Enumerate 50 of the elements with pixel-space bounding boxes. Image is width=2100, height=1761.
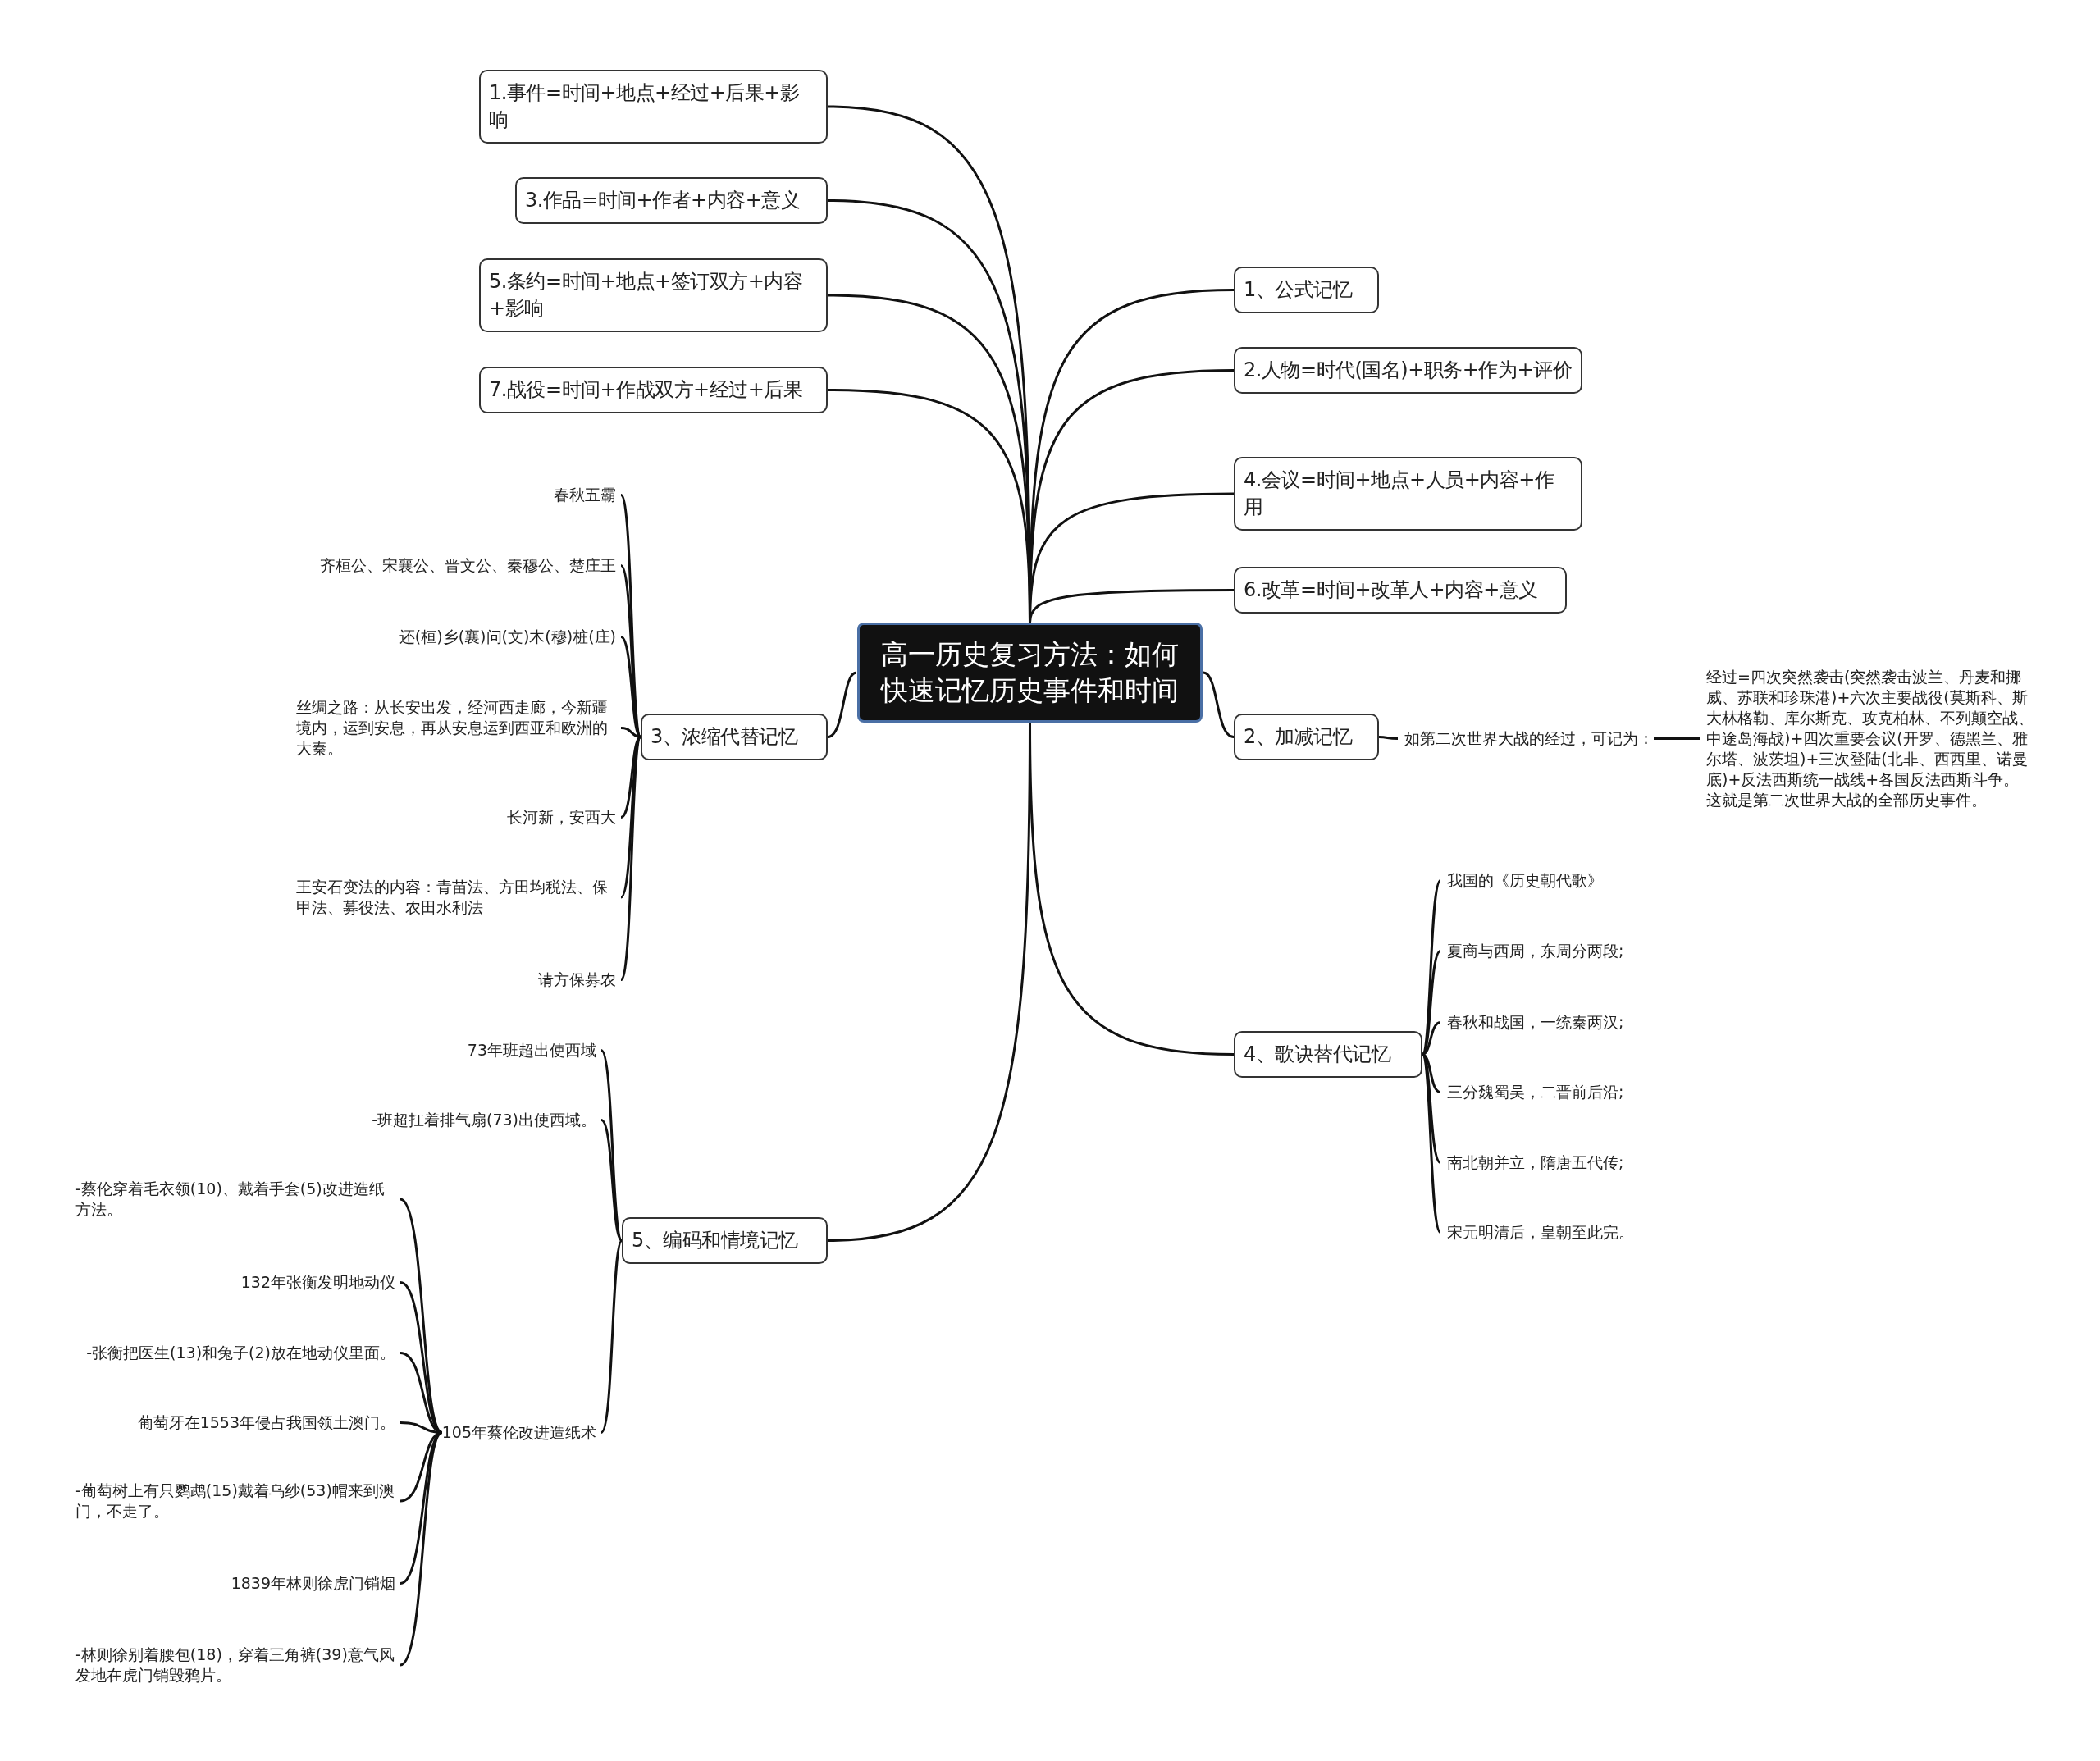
leaf-text: 经过=四次突然袭击(突然袭击波兰、丹麦和挪威、苏联和珍珠港)+六次主要战役(莫斯科、斯大林格勒、库尔斯克、攻克柏林、不列颠空战、中途岛海战)+四次重要会议(开罗、德黑兰、雅尔塔、波茨坦)+三次登陆(北非、西西里、诺曼底)+反法西斯统一战线+各国反法西斯斗争。这就是第二次世界大战的全部历史事件。 — [1706, 666, 2034, 810]
central-topic-box: 高一历史复习方法：如何快速记忆历史事件和时间 — [857, 623, 1203, 723]
leaf-text: -葡萄树上有只鹦鹉(15)戴着乌纱(53)帽来到澳门，不走了。 — [75, 1480, 395, 1521]
topic-box: 2.人物=时代(国名)+职务+作为+评价 — [1234, 347, 1582, 394]
leaf-text: 夏商与西周，东周分两段; — [1447, 940, 1624, 961]
leaf-text: 105年蔡伦改进造纸术 — [441, 1421, 596, 1443]
connector-line — [600, 1119, 623, 1242]
leaf-text: 丝绸之路：从长安出发，经河西走廊，今新疆境内，运到安息，再从安息运到西亚和欧洲的大秦。 — [296, 696, 616, 759]
leaf-text: -张衡把医生(13)和兔子(2)放在地动仪里面。 — [86, 1342, 395, 1363]
connector-line — [600, 1239, 623, 1434]
leaf-text: 请方保募农 — [538, 969, 616, 990]
topic-box: 2、加减记忆 — [1234, 714, 1379, 760]
topic-box: 4、歌诀替代记忆 — [1234, 1031, 1422, 1078]
leaf-text: 1839年林则徐虎门销烟 — [231, 1572, 395, 1594]
leaf-text: 三分魏蜀吴，二晋前后沿; — [1447, 1081, 1624, 1102]
connector-line — [1378, 736, 1399, 740]
connector-line — [827, 671, 857, 738]
topic-box: 1、公式记忆 — [1234, 267, 1379, 313]
leaf-text: 宋元明清后，皇朝至此完。 — [1447, 1221, 1634, 1243]
connector-line — [399, 1352, 443, 1434]
leaf-text: 如第二次世界大战的经过，可记为： — [1404, 728, 1654, 749]
leaf-text: 还(桓)乡(襄)问(文)木(穆)桩(庄) — [399, 626, 616, 647]
connector-line — [399, 1198, 444, 1434]
topic-box: 4.会议=时间+地点+人员+内容+作用 — [1234, 457, 1582, 531]
leaf-text: 长河新，安西大 — [507, 806, 616, 828]
connector-line — [399, 1431, 443, 1503]
leaf-text: 齐桓公、宋襄公、晋文公、秦穆公、楚庄王 — [320, 554, 616, 576]
topic-box: 6.改革=时间+改革人+内容+意义 — [1234, 567, 1567, 614]
leaf-text: 春秋五霸 — [554, 484, 616, 505]
leaf-text: 73年班超出使西域 — [467, 1039, 596, 1061]
connector-line — [1203, 671, 1235, 738]
topic-box: 3、浓缩代替记忆 — [641, 714, 828, 760]
leaf-text: 132年张衡发明地动仪 — [240, 1271, 395, 1293]
leaf-text: 王安石变法的内容：青苗法、方田均税法、保甲法、募役法、农田水利法 — [296, 877, 616, 918]
topic-box: 1.事件=时间+地点+经过+后果+影响 — [479, 70, 828, 144]
topic-box: 5、编码和情境记忆 — [622, 1217, 828, 1264]
connector-line — [399, 1431, 444, 1667]
leaf-text: 春秋和战国，一统秦两汉; — [1447, 1011, 1624, 1033]
leaf-text: 葡萄牙在1553年侵占我国领土澳门。 — [137, 1412, 395, 1433]
topic-box: 3.作品=时间+作者+内容+意义 — [515, 177, 828, 224]
connector-line — [1654, 737, 1700, 740]
connector-line — [1029, 589, 1234, 623]
topic-box: 7.战役=时间+作战双方+经过+后果 — [479, 367, 828, 413]
leaf-text: -班超扛着排气扇(73)出使西域。 — [372, 1109, 596, 1130]
leaf-text: 我国的《历史朝代歌》 — [1447, 869, 1603, 891]
leaf-text: -林则徐别着腰包(18)，穿着三角裤(39)意气风发地在虎门销毁鸦片。 — [75, 1645, 395, 1686]
leaf-text: 南北朝并立，隋唐五代传; — [1447, 1152, 1624, 1173]
topic-box: 5.条约=时间+地点+签订双方+内容+影响 — [479, 258, 828, 332]
connector-line — [620, 727, 641, 738]
leaf-text: -蔡伦穿着毛衣领(10)、戴着手套(5)改进造纸方法。 — [75, 1179, 395, 1220]
